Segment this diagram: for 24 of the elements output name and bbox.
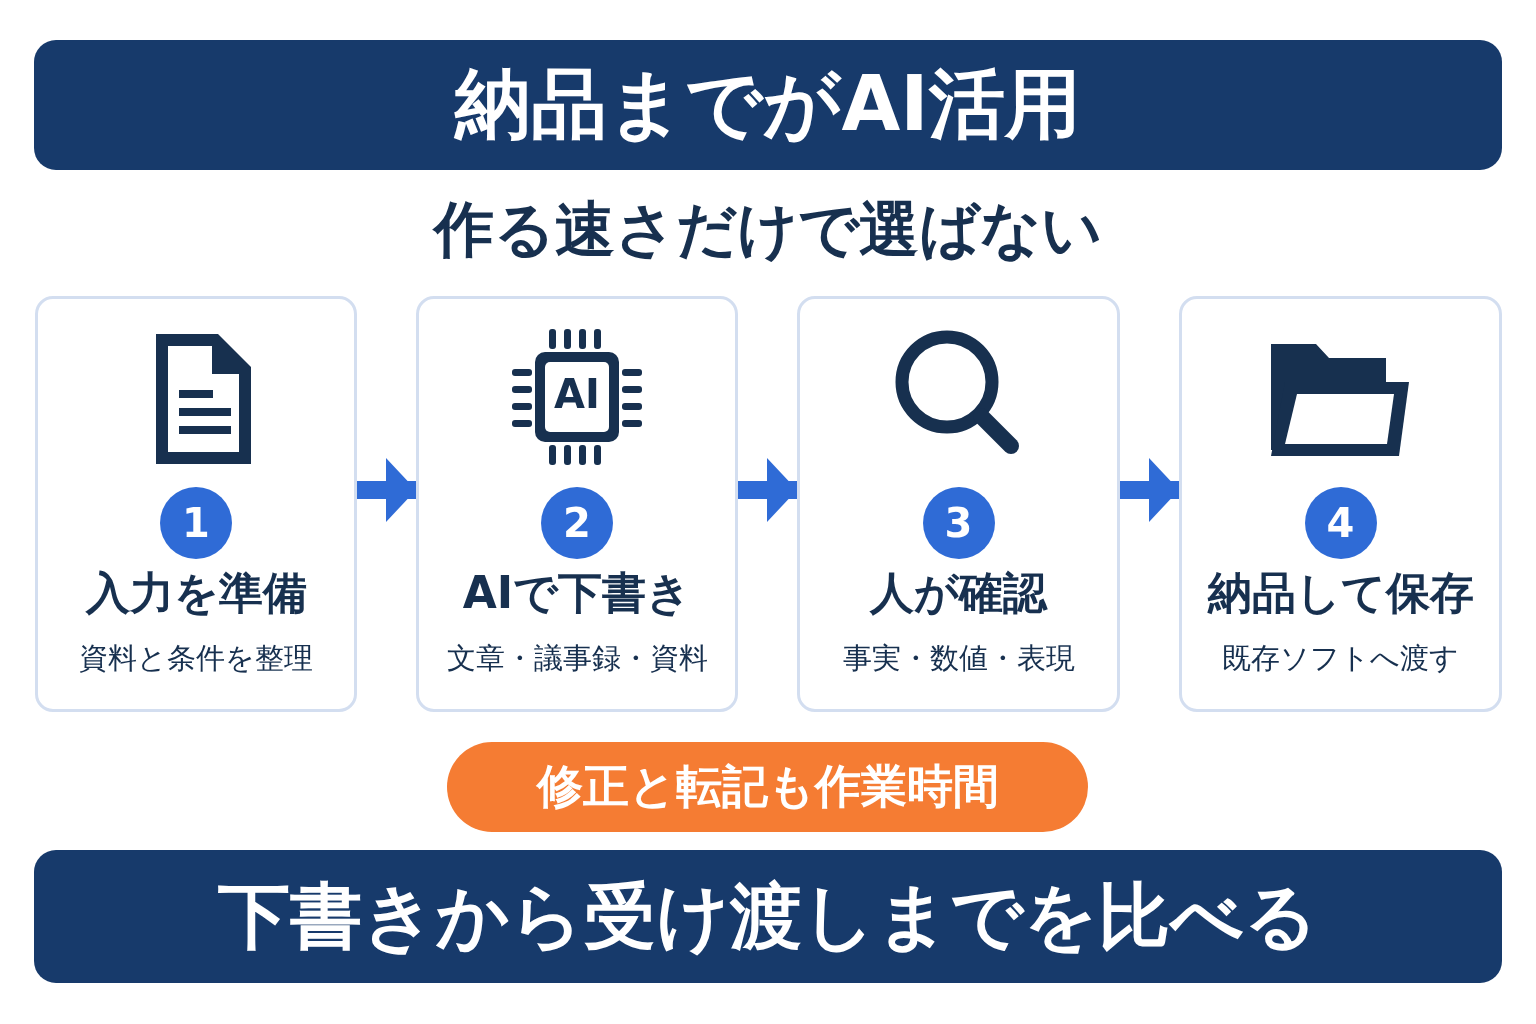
step-card — [35, 296, 357, 712]
step-number: 4 — [1304, 487, 1377, 559]
step-card — [416, 296, 738, 712]
subtitle: 作る速さだけで選ばない — [431, 193, 1103, 266]
step-description: 資料と条件を整理 — [78, 640, 314, 677]
summary-banner: 下書きから受け渡しまでを比べる — [34, 850, 1502, 983]
step-card — [1179, 296, 1502, 712]
step-number: 1 — [160, 487, 232, 559]
step-title: 入力を準備 — [84, 566, 308, 620]
step-title: 人が確認 — [868, 566, 1049, 620]
arrow — [738, 458, 797, 522]
step-title: 納品して保存 — [1206, 566, 1475, 620]
step-number: 3 — [922, 487, 995, 559]
title-banner: 納品までがAI活用 — [34, 40, 1502, 170]
arrow — [1120, 458, 1179, 522]
note-pill: 修正と転記も作業時間 — [447, 742, 1088, 832]
step-description: 既存ソフトへ渡す — [1221, 640, 1460, 677]
step-description: 文章・議事録・資料 — [445, 640, 709, 677]
step-title: AIで下書き — [461, 566, 693, 620]
step-card — [797, 296, 1120, 712]
step-number: 2 — [541, 487, 613, 559]
arrow — [357, 458, 416, 522]
icon-label: AI — [554, 374, 600, 414]
step-description: 事実・数値・表現 — [841, 640, 1076, 677]
